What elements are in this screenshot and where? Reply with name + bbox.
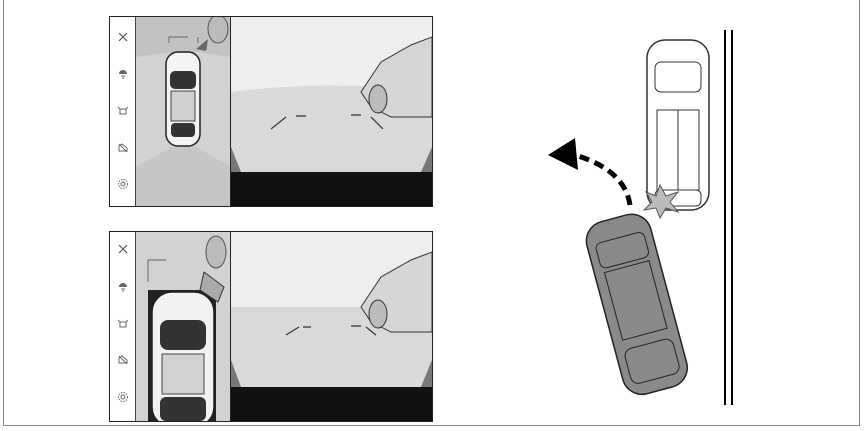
direction-arrow (575, 155, 630, 205)
parked-car (647, 40, 709, 210)
parking-collision-diagram (520, 20, 740, 410)
side-menu (110, 17, 136, 206)
reversing-car (582, 210, 692, 399)
sonar-icon[interactable] (110, 272, 136, 302)
top-down-view (136, 17, 231, 206)
top-down-view (136, 232, 231, 421)
settings-icon[interactable] (110, 382, 136, 412)
rear-camera-view (231, 232, 432, 421)
monitor-screen-after (109, 231, 433, 422)
close-icon[interactable] (110, 22, 136, 52)
camera-view-icon[interactable] (110, 96, 136, 126)
car-clearance-icon[interactable] (110, 133, 136, 163)
close-icon[interactable] (110, 234, 136, 264)
car-clearance-icon[interactable] (110, 345, 136, 375)
settings-icon[interactable] (110, 169, 136, 199)
monitor-screen-before (109, 16, 433, 207)
arrow-head (548, 138, 578, 170)
sonar-icon[interactable] (110, 59, 136, 89)
side-menu (110, 232, 136, 421)
rear-camera-view (231, 17, 432, 206)
camera-view-icon[interactable] (110, 309, 136, 339)
